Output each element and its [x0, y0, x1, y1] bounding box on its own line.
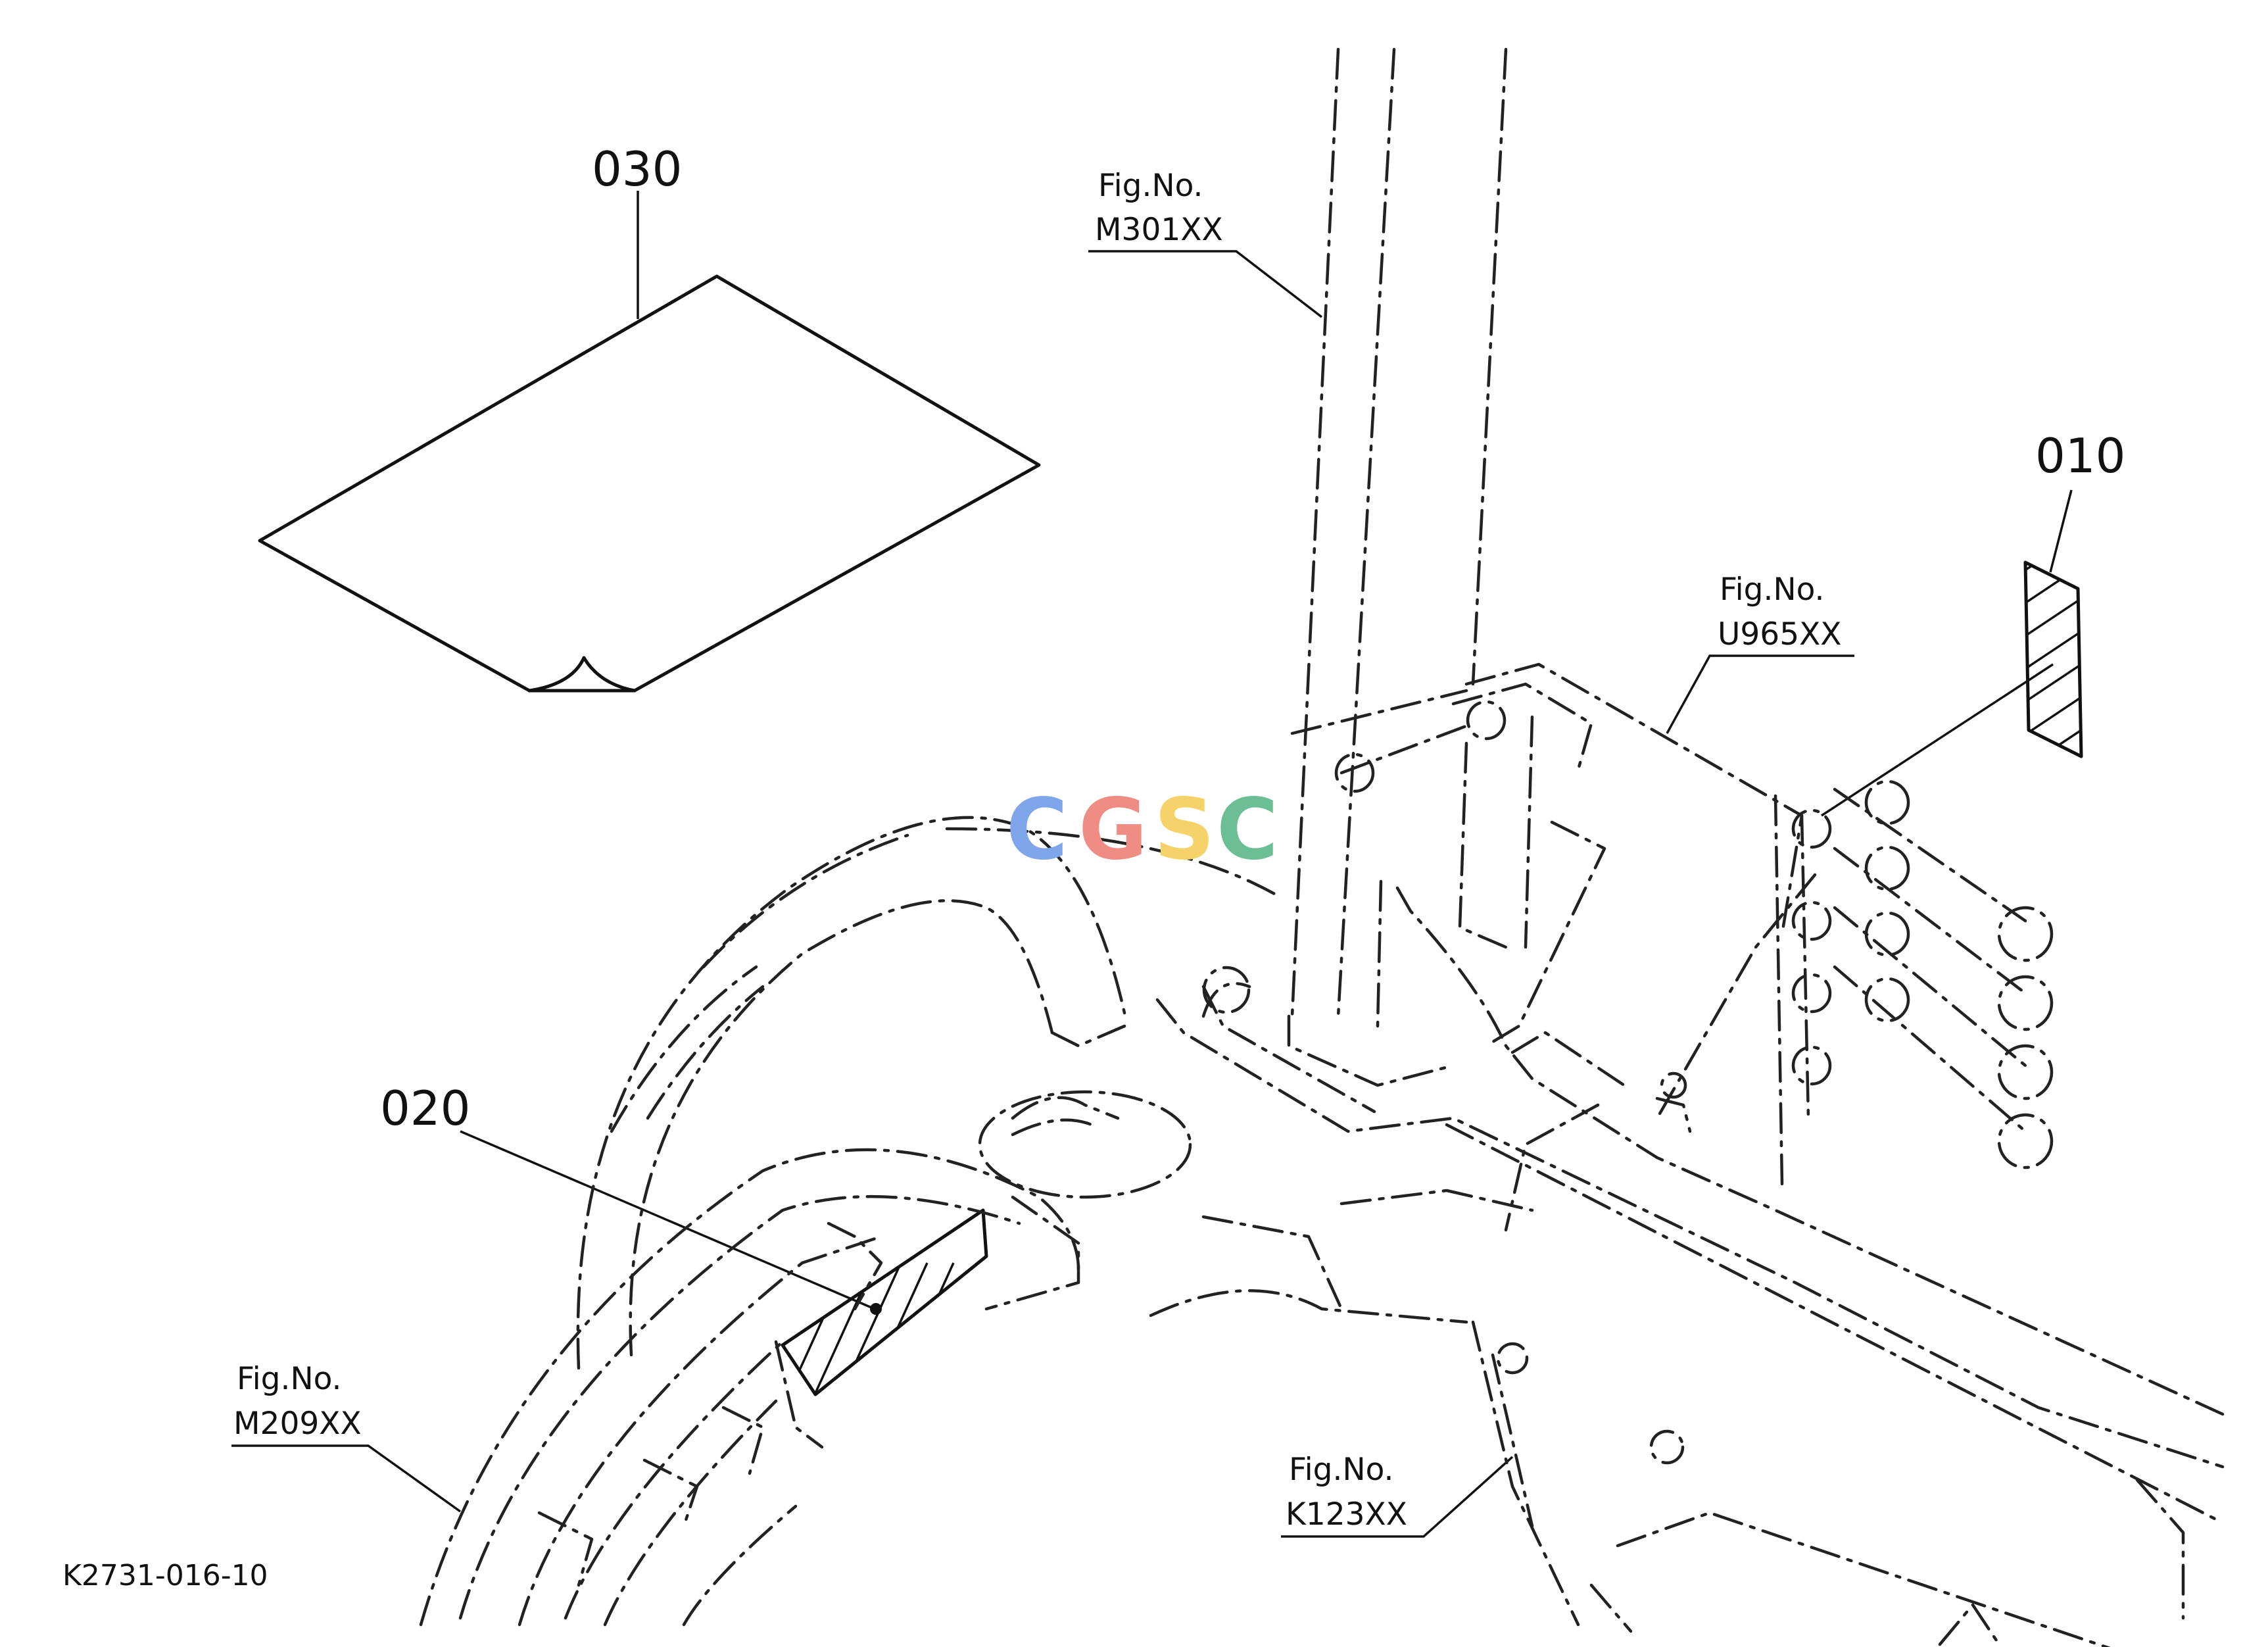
- leader-m301: [1088, 250, 1323, 318]
- fig-label-u965-prefix: Fig.No.: [1720, 572, 1824, 608]
- leader-020: [460, 1130, 875, 1310]
- watermark-cgsc: C G S C: [1006, 781, 1278, 879]
- lever-knob-4: [1833, 965, 2054, 1169]
- watermark-letter-s: S: [1154, 781, 1215, 879]
- watermark-letter-g: G: [1078, 781, 1147, 879]
- lever-panel: [1290, 662, 2054, 1186]
- leader-m209: [231, 1444, 462, 1513]
- tractor-body-outline: [945, 827, 2225, 1647]
- fig-label-m301-code: M301XX: [1095, 212, 1223, 248]
- part-number-010: 010: [2035, 428, 2125, 483]
- wheel-housing: [419, 1148, 1080, 1627]
- lever-knob-3: [1833, 906, 2054, 1100]
- label-020: [781, 1208, 988, 1396]
- steering-column: [1287, 47, 1508, 1087]
- leader-010: [1821, 489, 2073, 817]
- fig-label-m209-prefix: Fig.No.: [237, 1361, 341, 1397]
- part-number-020: 020: [380, 1081, 470, 1136]
- watermark-letter-c2: C: [1217, 781, 1278, 879]
- fig-label-m209-code: M209XX: [233, 1406, 362, 1442]
- drawing-code: K2731-016-10: [62, 1559, 268, 1592]
- fig-label-k123-code: K123XX: [1286, 1496, 1407, 1533]
- leader-k123: [1281, 1456, 1514, 1538]
- fig-label-u965-code: U965XX: [1718, 616, 1842, 652]
- part-number-030: 030: [592, 141, 682, 197]
- fig-label-k123-prefix: Fig.No.: [1289, 1452, 1393, 1488]
- lever-knob-2: [1833, 845, 2054, 1031]
- fig-label-m301-prefix: Fig.No.: [1098, 168, 1203, 204]
- watermark-letter-c1: C: [1006, 781, 1068, 879]
- fender-handle: [576, 816, 1126, 1370]
- leader-u965: [1666, 654, 1854, 734]
- lever-knob-1: [1833, 779, 2054, 962]
- decal-sheet-030: [258, 274, 1041, 693]
